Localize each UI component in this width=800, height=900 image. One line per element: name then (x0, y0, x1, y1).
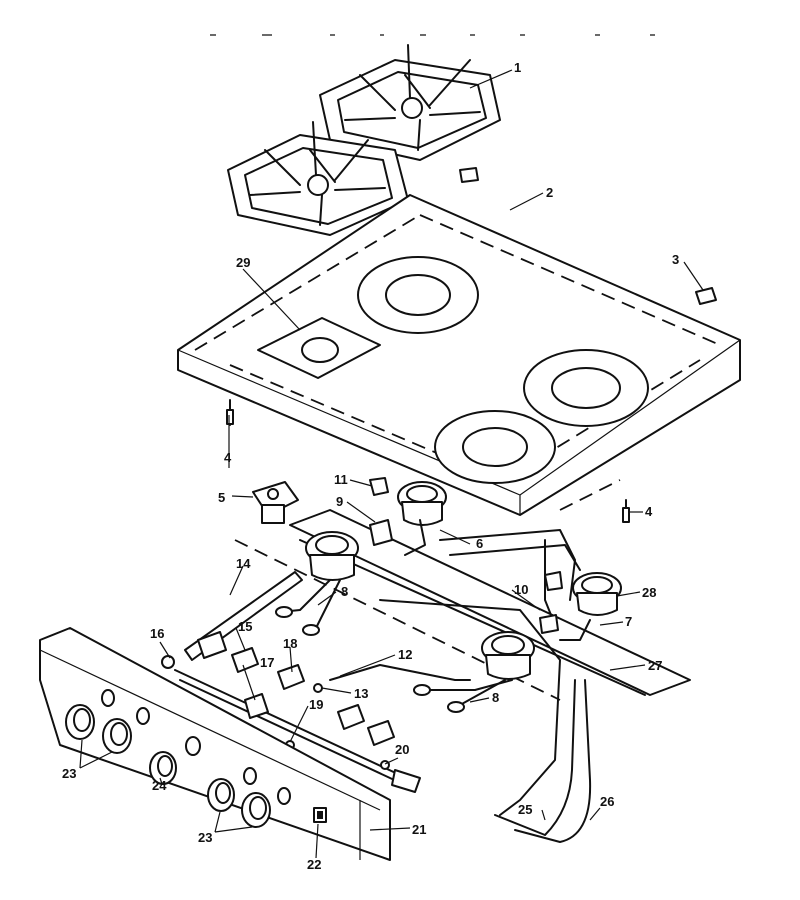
spark-igniter-right (539, 571, 563, 634)
callout-3: 3 (672, 252, 679, 267)
callout-28: 28 (642, 585, 656, 600)
callout-23-right: 23 (198, 830, 212, 845)
callout-labels: 1 2 3 4 4 5 6 7 8 8 9 10 11 12 13 14 15 … (62, 60, 679, 872)
callout-19: 19 (309, 697, 323, 712)
callout-9: 9 (336, 494, 343, 509)
callout-26: 26 (600, 794, 614, 809)
callout-2: 2 (546, 185, 553, 200)
control-panel (39, 627, 391, 861)
callout-leaders (79, 69, 704, 859)
callout-14: 14 (236, 556, 251, 571)
gas-supply-tubing (329, 529, 592, 843)
callout-17: 17 (260, 655, 274, 670)
knob-5 (241, 792, 271, 828)
knob-3 (149, 751, 177, 785)
callout-13: 13 (354, 686, 368, 701)
burner-head-rear-left (397, 481, 447, 526)
callout-4-left: 4 (224, 450, 232, 465)
burner-grate-rear (319, 44, 501, 161)
burner-tubes (275, 519, 591, 713)
hold-down-clip (459, 167, 717, 305)
callout-6: 6 (476, 536, 483, 551)
callout-21: 21 (412, 822, 426, 837)
callout-11: 11 (334, 472, 348, 487)
callout-8-right: 8 (492, 690, 499, 705)
screw-left (226, 399, 234, 426)
callout-12: 12 (398, 647, 412, 662)
callout-15: 15 (238, 619, 252, 634)
burner-grate-front (227, 121, 409, 236)
screw-right (622, 499, 630, 523)
callout-8-left: 8 (341, 584, 348, 599)
callout-16: 16 (150, 626, 164, 641)
pressure-regulator (252, 481, 299, 524)
callout-22: 22 (307, 857, 321, 872)
callout-20: 20 (395, 742, 409, 757)
callout-23-left: 23 (62, 766, 76, 781)
callout-1: 1 (514, 60, 521, 75)
callout-25: 25 (518, 802, 532, 817)
spark-igniter-rear (369, 477, 393, 546)
callout-5: 5 (218, 490, 225, 505)
knob-1 (65, 704, 95, 740)
callout-27: 27 (648, 658, 662, 673)
callout-29: 29 (236, 255, 250, 270)
callout-4-right: 4 (645, 504, 653, 519)
cooktop-panel (177, 194, 741, 516)
burner-head-front-right (481, 631, 535, 680)
burner-head-rear-right (572, 572, 622, 616)
callout-10: 10 (514, 582, 528, 597)
assembly-guide-lines (234, 479, 621, 701)
callout-7: 7 (625, 614, 632, 629)
callout-24: 24 (152, 778, 167, 793)
callout-18: 18 (283, 636, 297, 651)
knob-2 (102, 718, 132, 754)
knob-4 (207, 778, 235, 812)
burner-head-front-left (305, 531, 359, 581)
